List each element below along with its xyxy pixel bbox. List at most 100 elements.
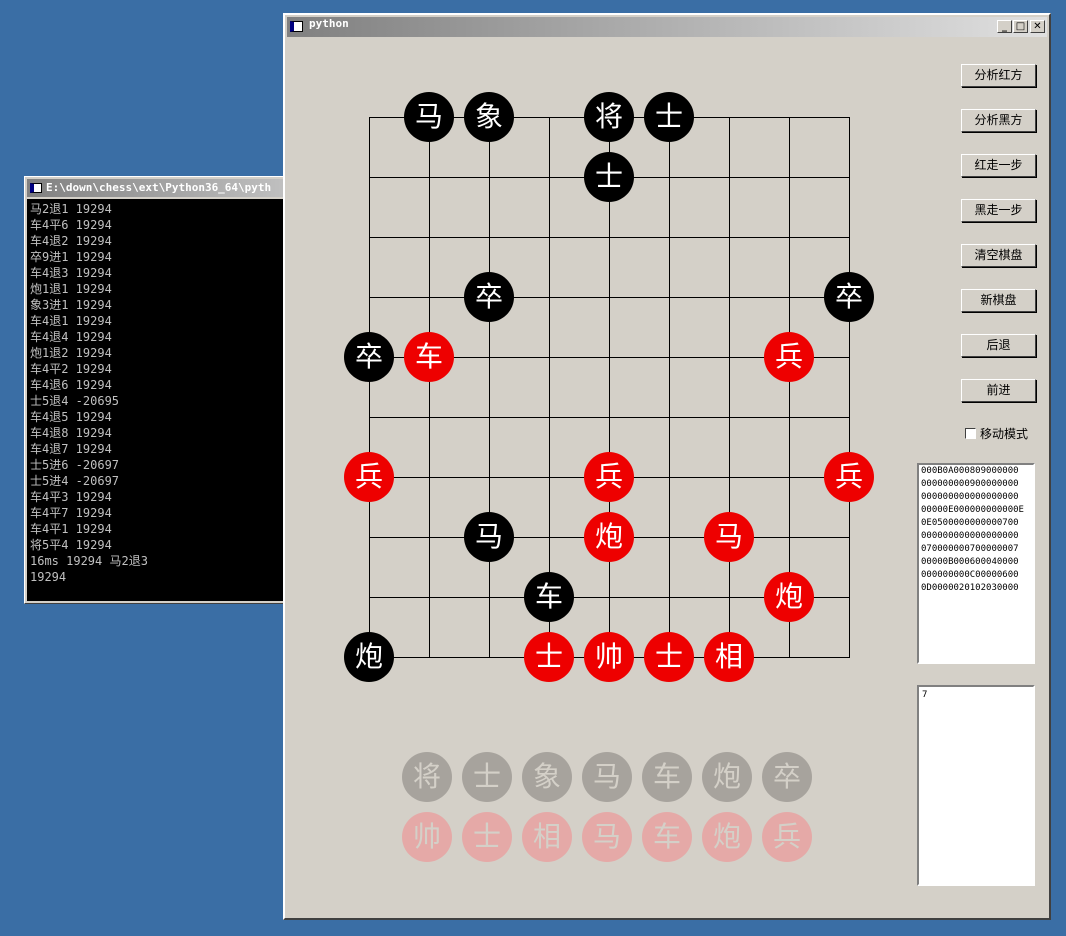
console-line: 19294 xyxy=(30,570,67,584)
red-piece[interactable]: 炮 xyxy=(584,512,634,562)
red-piece[interactable]: 士 xyxy=(524,632,574,682)
console-line: 车4退2 19294 xyxy=(30,234,112,248)
board-file-line xyxy=(609,117,610,658)
console-app-icon xyxy=(30,183,42,193)
black-piece[interactable]: 卒 xyxy=(464,272,514,322)
tray-black-piece[interactable]: 士 xyxy=(462,752,512,802)
console-line: 16ms 19294 马2退3 xyxy=(30,554,148,568)
window-app-icon xyxy=(290,21,303,32)
black-piece[interactable]: 炮 xyxy=(344,632,394,682)
console-line: 士5进6 -20697 xyxy=(30,458,120,472)
board-file-line xyxy=(549,117,550,658)
tray-red-piece[interactable]: 士 xyxy=(462,812,512,862)
tray-red-piece[interactable]: 兵 xyxy=(762,812,812,862)
red-piece[interactable]: 兵 xyxy=(344,452,394,502)
black-piece[interactable]: 马 xyxy=(404,92,454,142)
board-code-line: 00000B000600040000 xyxy=(921,557,1019,567)
undo-button[interactable]: 后退 xyxy=(961,334,1036,357)
black-piece[interactable]: 士 xyxy=(644,92,694,142)
tray-black-piece[interactable]: 象 xyxy=(522,752,572,802)
console-line: 将5平4 19294 xyxy=(30,538,112,552)
info-text: 7 xyxy=(922,690,928,700)
console-line: 卒9进1 19294 xyxy=(30,250,112,264)
console-title: E:\down\chess\ext\Python36_64\pyth xyxy=(46,181,272,194)
redo-button[interactable]: 前进 xyxy=(961,379,1036,402)
board-code-line: 070000000700000007 xyxy=(921,544,1019,554)
console-line: 炮1退1 19294 xyxy=(30,282,112,296)
tray-red-piece[interactable]: 相 xyxy=(522,812,572,862)
console-line: 车4平7 19294 xyxy=(30,506,112,520)
red-piece[interactable]: 相 xyxy=(704,632,754,682)
black-piece[interactable]: 士 xyxy=(584,152,634,202)
tray-red-piece[interactable]: 车 xyxy=(642,812,692,862)
console-line: 车4退6 19294 xyxy=(30,378,112,392)
tray-black-piece[interactable]: 炮 xyxy=(702,752,752,802)
python-window[interactable]: python _ □ ✕ 马象将士士卒卒卒车兵兵兵兵马炮马车炮炮士帅士相 分析红… xyxy=(283,13,1051,920)
move-mode-label: 移动模式 xyxy=(980,427,1029,441)
console-line: 车4退1 19294 xyxy=(30,314,112,328)
board-code-line: 00000E000000000000E xyxy=(921,505,1024,515)
red-step-button[interactable]: 红走一步 xyxy=(961,154,1036,177)
tray-red-piece[interactable]: 马 xyxy=(582,812,632,862)
maximize-button[interactable]: □ xyxy=(1013,20,1028,33)
console-line: 车4平6 19294 xyxy=(30,218,112,232)
console-line: 马2退1 19294 xyxy=(30,202,112,216)
console-window[interactable]: E:\down\chess\ext\Python36_64\pyth 马2退1 … xyxy=(24,176,286,604)
board-code-line: 000000000000000000 xyxy=(921,531,1019,541)
red-piece[interactable]: 兵 xyxy=(824,452,874,502)
black-piece[interactable]: 车 xyxy=(524,572,574,622)
console-titlebar[interactable]: E:\down\chess\ext\Python36_64\pyth xyxy=(27,179,285,197)
board-file-line xyxy=(729,117,730,658)
board-file-line xyxy=(669,117,670,658)
board-code-line: 0E0500000000000700 xyxy=(921,518,1019,528)
console-line: 车4退8 19294 xyxy=(30,426,112,440)
console-line: 士5退4 -20695 xyxy=(30,394,120,408)
tray-black-piece[interactable]: 马 xyxy=(582,752,632,802)
new-board-button[interactable]: 新棋盘 xyxy=(961,289,1036,312)
checkbox-box[interactable] xyxy=(965,428,976,439)
board-code-textbox[interactable]: 000B0A000809000000 000000000900000000 0000… xyxy=(917,463,1035,664)
tray-black-piece[interactable]: 车 xyxy=(642,752,692,802)
move-mode-checkbox[interactable]: 移动模式 xyxy=(965,426,1028,442)
red-piece[interactable]: 兵 xyxy=(584,452,634,502)
analyze-red-button[interactable]: 分析红方 xyxy=(961,64,1036,87)
board-code-lines: 000B0A000809000000 000000000900000000 0000… xyxy=(919,465,1033,595)
red-piece[interactable]: 炮 xyxy=(764,572,814,622)
black-piece[interactable]: 马 xyxy=(464,512,514,562)
black-piece[interactable]: 卒 xyxy=(344,332,394,382)
board-code-line: 000000000900000000 xyxy=(921,479,1019,489)
console-line: 车4平3 19294 xyxy=(30,490,112,504)
console-line: 象3进1 19294 xyxy=(30,298,112,312)
black-step-button[interactable]: 黑走一步 xyxy=(961,199,1036,222)
console-line: 车4平2 19294 xyxy=(30,362,112,376)
minimize-button[interactable]: _ xyxy=(997,20,1012,33)
close-button[interactable]: ✕ xyxy=(1030,20,1045,33)
red-piece[interactable]: 马 xyxy=(704,512,754,562)
tray-black-piece[interactable]: 将 xyxy=(402,752,452,802)
window-titlebar[interactable]: python _ □ ✕ xyxy=(287,17,1047,37)
black-piece[interactable]: 卒 xyxy=(824,272,874,322)
tray-red-piece[interactable]: 帅 xyxy=(402,812,452,862)
black-piece[interactable]: 将 xyxy=(584,92,634,142)
red-piece[interactable]: 帅 xyxy=(584,632,634,682)
red-piece[interactable]: 车 xyxy=(404,332,454,382)
black-piece[interactable]: 象 xyxy=(464,92,514,142)
tray-black-piece[interactable]: 卒 xyxy=(762,752,812,802)
tray-red-piece[interactable]: 炮 xyxy=(702,812,752,862)
window-title: python xyxy=(309,17,349,30)
board-code-line: 000B0A000809000000 xyxy=(921,466,1019,476)
chess-board[interactable]: 马象将士士卒卒卒车兵兵兵兵马炮马车炮炮士帅士相 xyxy=(327,75,874,682)
clear-board-button[interactable]: 清空棋盘 xyxy=(961,244,1036,267)
info-textbox[interactable]: 7 xyxy=(917,685,1035,886)
console-line: 车4退7 19294 xyxy=(30,442,112,456)
analyze-black-button[interactable]: 分析黑方 xyxy=(961,109,1036,132)
red-piece[interactable]: 士 xyxy=(644,632,694,682)
console-line: 车4平1 19294 xyxy=(30,522,112,536)
board-file-line xyxy=(369,117,370,658)
board-code-line: 0D0000020102030000 xyxy=(921,583,1019,593)
board-file-line xyxy=(849,117,850,658)
console-output[interactable]: 马2退1 19294 车4平6 19294 车4退2 19294 卒9进1 19294… xyxy=(27,199,285,601)
console-line: 士5进4 -20697 xyxy=(30,474,120,488)
red-piece[interactable]: 兵 xyxy=(764,332,814,382)
console-line: 车4退3 19294 xyxy=(30,266,112,280)
